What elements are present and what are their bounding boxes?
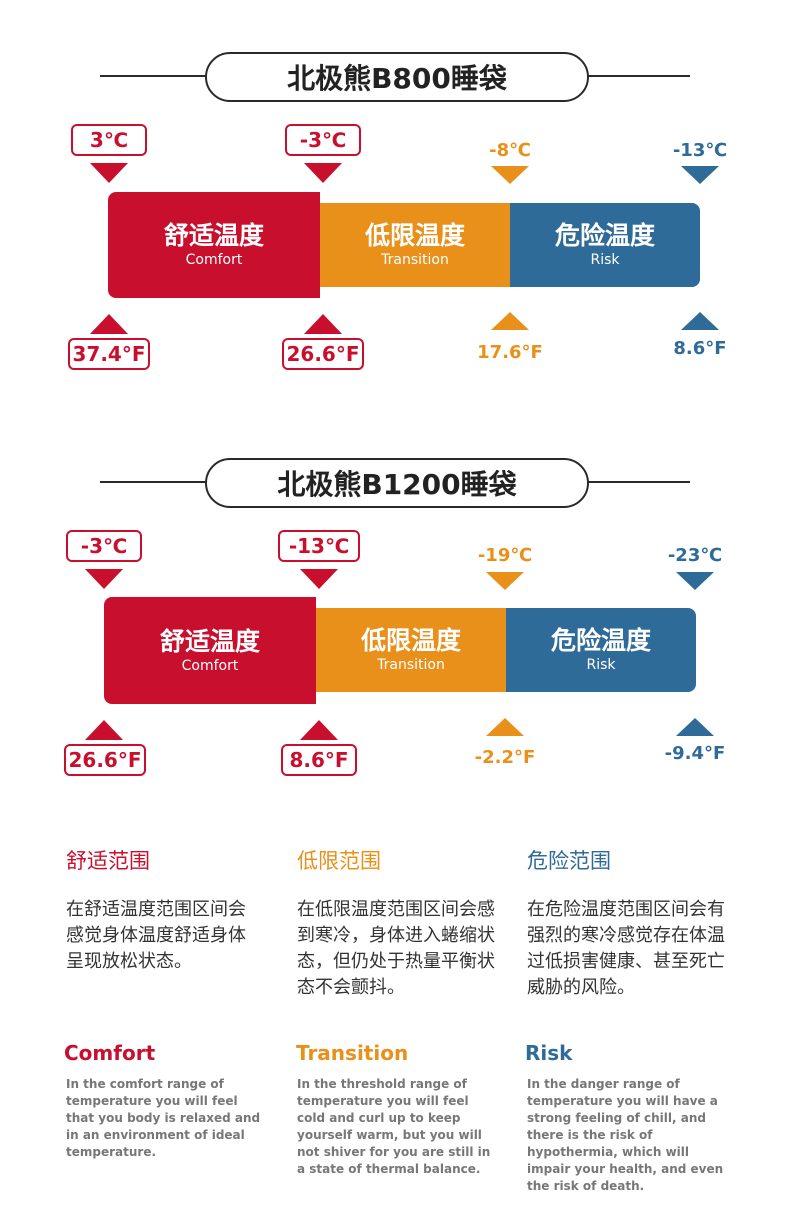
description-risk: 危险范围 在危险温度范围区间会有强烈的寒冷感觉存在体温过低损害健康、甚至死亡威胁… bbox=[525, 847, 727, 1197]
risk-celsius-label: -19℃ bbox=[477, 545, 533, 566]
end-celsius-label: -23℃ bbox=[667, 545, 723, 566]
transition-en-title: Transition bbox=[296, 1041, 409, 1065]
title-divider-left bbox=[100, 75, 210, 77]
risk-segment: 危险温度 Risk bbox=[510, 203, 700, 287]
transition-pointer-down bbox=[304, 163, 342, 183]
risk-pointer-up bbox=[491, 312, 529, 330]
comfort-fahrenheit-marker: 37.4°F bbox=[68, 338, 150, 370]
transition-range-text: 在低限温度范围区间会感到寒冷，身体进入蜷缩状态，但仍处于热量平衡状态不会颤抖。 bbox=[297, 899, 495, 998]
title-divider-left bbox=[100, 481, 210, 483]
description-comfort: 舒适范围 在舒适温度范围区间会感觉身体温度舒适身体呈现放松状态。 Comfort… bbox=[64, 847, 266, 1187]
end-fahrenheit-label: -9.4°F bbox=[664, 743, 726, 764]
transition-label-en: Transition bbox=[377, 657, 445, 673]
transition-celsius-marker: -13℃ bbox=[278, 530, 360, 562]
transition-celsius-marker: -3℃ bbox=[285, 124, 361, 156]
risk-label-zh: 危险温度 bbox=[550, 626, 651, 655]
title-divider-right bbox=[584, 481, 690, 483]
title-divider-right bbox=[584, 75, 690, 77]
comfort-segment: 舒适温度 Comfort bbox=[104, 597, 316, 704]
risk-pointer-down bbox=[486, 572, 524, 590]
transition-pointer-up bbox=[304, 314, 342, 334]
risk-en-title: Risk bbox=[525, 1041, 573, 1065]
transition-label-en: Transition bbox=[381, 252, 449, 268]
end-pointer-up bbox=[681, 312, 719, 330]
end-celsius-label: -13℃ bbox=[672, 140, 728, 161]
risk-pointer-up bbox=[486, 718, 524, 736]
end-pointer-down bbox=[681, 166, 719, 184]
end-pointer-up bbox=[676, 718, 714, 736]
transition-range-title: 低限范围 bbox=[297, 849, 381, 873]
transition-fahrenheit-marker: 26.6°F bbox=[282, 338, 364, 370]
temperature-bar: 舒适温度 Comfort 低限温度 Transition 危险温度 Risk bbox=[104, 597, 696, 704]
product-title: 北极熊B800睡袋 bbox=[205, 52, 589, 102]
risk-en-text: In the danger range of temperature you w… bbox=[527, 1077, 724, 1193]
risk-label-zh: 危险温度 bbox=[554, 221, 655, 250]
end-fahrenheit-label: 8.6°F bbox=[673, 338, 727, 359]
comfort-range-title: 舒适范围 bbox=[66, 849, 150, 873]
comfort-pointer-down bbox=[90, 163, 128, 183]
risk-label-en: Risk bbox=[590, 252, 620, 268]
comfort-range-text: 在舒适温度范围区间会感觉身体温度舒适身体呈现放松状态。 bbox=[66, 899, 246, 972]
temperature-bar: 舒适温度 Comfort 低限温度 Transition 危险温度 Risk bbox=[108, 192, 700, 298]
description-transition: 低限范围 在低限温度范围区间会感到寒冷，身体进入蜷缩状态，但仍处于热量平衡状态不… bbox=[296, 847, 497, 1187]
risk-fahrenheit-label: -2.2°F bbox=[474, 747, 536, 768]
comfort-label-en: Comfort bbox=[185, 252, 243, 268]
transition-en-text: In the threshold range of temperature yo… bbox=[297, 1077, 491, 1176]
comfort-label-zh: 舒适温度 bbox=[163, 221, 264, 250]
comfort-en-title: Comfort bbox=[64, 1041, 156, 1065]
transition-label-zh: 低限温度 bbox=[360, 626, 461, 655]
comfort-celsius-marker: -3℃ bbox=[66, 530, 142, 562]
comfort-pointer-up bbox=[90, 314, 128, 334]
transition-fahrenheit-marker: 8.6°F bbox=[281, 744, 357, 776]
transition-segment: 低限温度 Transition bbox=[316, 608, 506, 692]
comfort-fahrenheit-marker: 26.6°F bbox=[64, 744, 146, 776]
risk-fahrenheit-label: 17.6°F bbox=[477, 342, 543, 363]
comfort-en-text: In the comfort range of temperature you … bbox=[66, 1077, 261, 1159]
comfort-pointer-down bbox=[85, 569, 123, 589]
risk-celsius-label: -8℃ bbox=[489, 140, 531, 161]
transition-pointer-down bbox=[300, 569, 338, 589]
risk-pointer-down bbox=[491, 166, 529, 184]
transition-segment: 低限温度 Transition bbox=[320, 203, 510, 287]
risk-segment: 危险温度 Risk bbox=[506, 608, 696, 692]
comfort-label-zh: 舒适温度 bbox=[159, 626, 260, 656]
transition-pointer-up bbox=[300, 720, 338, 740]
risk-label-en: Risk bbox=[586, 657, 616, 673]
transition-label-zh: 低限温度 bbox=[364, 221, 465, 250]
product-title: 北极熊B1200睡袋 bbox=[205, 458, 589, 508]
risk-range-title: 危险范围 bbox=[527, 849, 611, 873]
comfort-segment: 舒适温度 Comfort bbox=[108, 192, 320, 298]
comfort-celsius-marker: 3℃ bbox=[71, 124, 147, 156]
end-pointer-down bbox=[676, 572, 714, 590]
comfort-label-en: Comfort bbox=[181, 657, 239, 674]
comfort-pointer-up bbox=[85, 720, 123, 740]
risk-range-text: 在危险温度范围区间会有强烈的寒冷感觉存在体温过低损害健康、甚至死亡威胁的风险。 bbox=[527, 899, 725, 998]
